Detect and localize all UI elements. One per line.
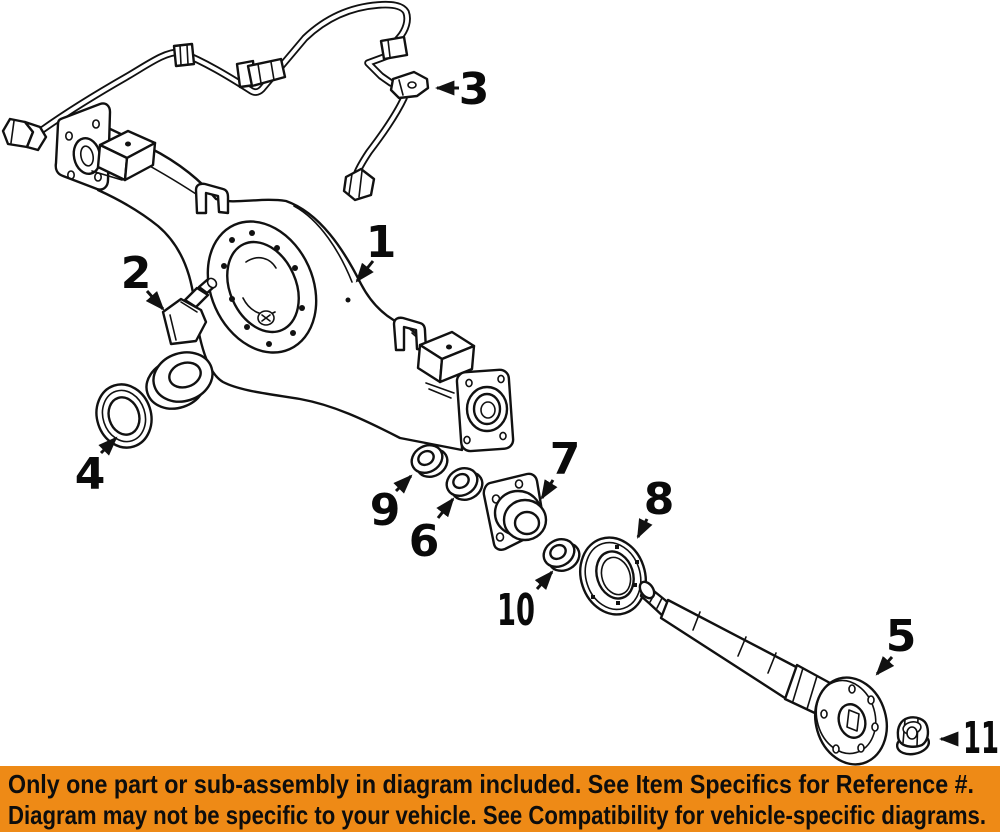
part-7-wheel-bearing <box>482 472 548 551</box>
callout-7: 7 <box>540 434 581 500</box>
part-4-seal <box>95 383 153 449</box>
callout-11-label: 11 <box>963 713 999 764</box>
part-3-sensor-wire-harness <box>1 0 430 202</box>
callout-2-label: 2 <box>121 248 152 299</box>
callout-1-label: 1 <box>366 217 397 268</box>
harness-grommet-clip <box>235 57 287 89</box>
rear-axle-exploded-diagram: 1 2 3 4 5 6 7 8 <box>1 0 999 766</box>
callout-5-label: 5 <box>886 611 917 662</box>
harness-end-connector <box>1 117 48 152</box>
callout-3-label: 3 <box>459 64 490 115</box>
callout-10-arrow <box>534 570 554 591</box>
part-6-spacer <box>445 466 484 502</box>
callout-10: 10 <box>497 570 554 636</box>
callout-9: 9 <box>370 474 413 536</box>
callout-6: 6 <box>409 497 455 567</box>
housing-wire-clip <box>194 182 230 215</box>
part-8-bearing-retainer <box>579 536 647 616</box>
part-9-spacer <box>410 443 449 479</box>
callout-9-arrow <box>393 474 413 494</box>
callout-6-arrow <box>436 497 455 519</box>
part-2-abs-sensor <box>145 277 218 410</box>
callout-8-arrow <box>636 518 653 539</box>
callout-4-arrow <box>98 436 118 456</box>
callout-8-label: 8 <box>644 474 675 525</box>
callout-6-label: 6 <box>409 516 440 567</box>
callout-7-label: 7 <box>550 434 581 485</box>
callout-7-arrow <box>540 479 558 500</box>
harness-mount-bracket <box>389 70 430 100</box>
callout-1: 1 <box>355 217 397 283</box>
callout-4-label: 4 <box>75 449 106 500</box>
callout-9-label: 9 <box>370 485 401 536</box>
disclaimer-banner: Only one part or sub-assembly in diagram… <box>0 766 1000 832</box>
callout-11: 11 <box>938 713 999 764</box>
harness-clip <box>379 35 409 61</box>
callout-5-arrow <box>875 655 895 676</box>
housing-right-spring-seat <box>416 330 476 399</box>
differential-opening <box>206 220 318 354</box>
housing-left-flange <box>54 102 112 191</box>
callout-10-label: 10 <box>497 585 535 636</box>
sensor-plug-connector <box>342 167 376 202</box>
housing-left-spring-seat <box>96 129 157 182</box>
banner-background <box>0 766 1000 832</box>
callout-2: 2 <box>121 248 165 311</box>
part-10-spacer <box>542 537 581 573</box>
housing-right-flange <box>455 368 515 453</box>
part-5-axle-shaft <box>638 580 888 766</box>
callout-2-arrow <box>145 290 165 311</box>
callout-8: 8 <box>636 474 675 539</box>
harness-clip <box>172 42 196 68</box>
disclaimer-banner-canvas: Only one part or sub-assembly in diagram… <box>0 766 1000 832</box>
callout-5: 5 <box>875 611 917 676</box>
callout-4: 4 <box>75 436 118 500</box>
callout-3: 3 <box>434 64 490 115</box>
banner-line-1: Only one part or sub-assembly in diagram… <box>8 769 974 799</box>
callouts: 1 2 3 4 5 6 7 8 <box>75 64 999 764</box>
callout-1-arrow <box>355 260 375 283</box>
part-1-axle-housing <box>54 102 515 453</box>
part-11-lock-nut <box>895 716 931 756</box>
axle-shaft-flange <box>814 676 888 766</box>
banner-line-2: Diagram may not be specific to your vehi… <box>8 800 986 830</box>
